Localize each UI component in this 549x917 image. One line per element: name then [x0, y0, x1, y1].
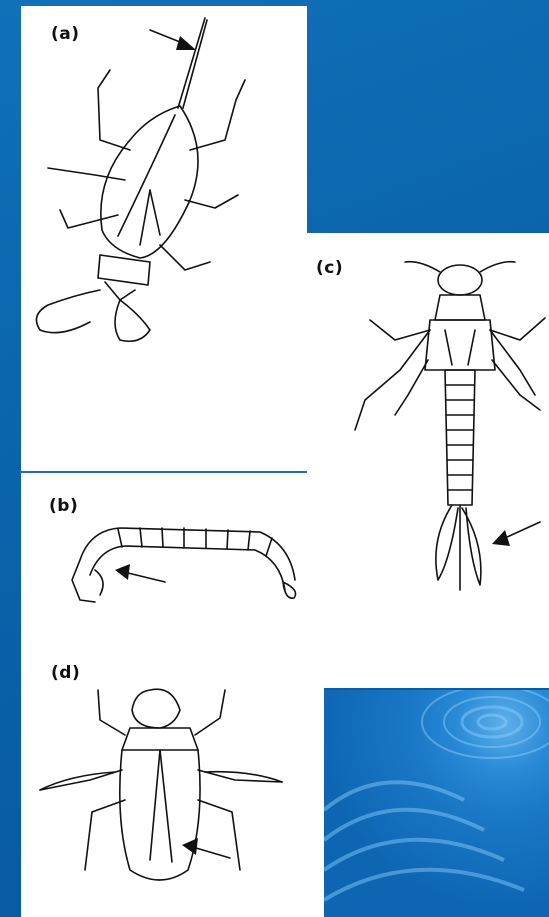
insect-d-drawing [0, 0, 549, 917]
